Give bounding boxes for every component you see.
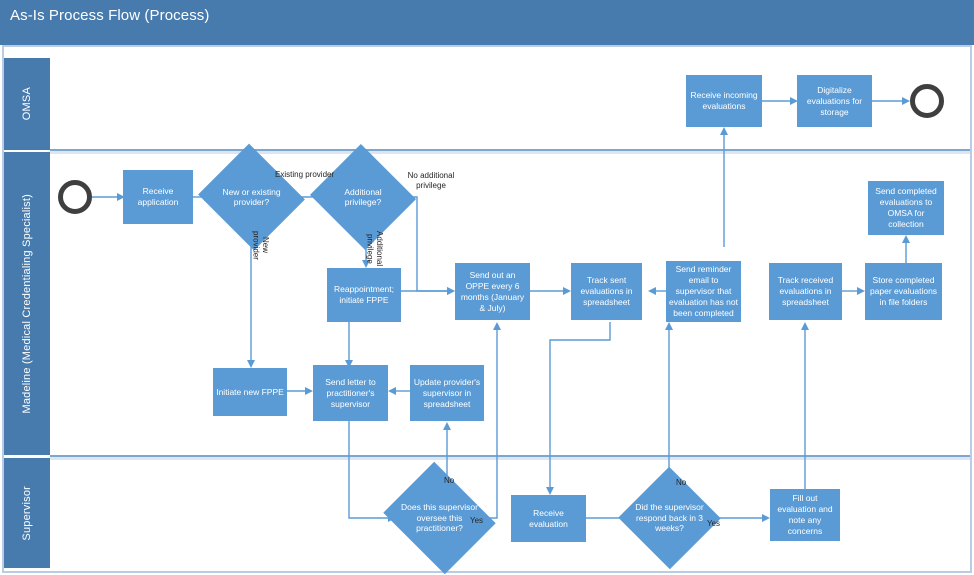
node-label: Reappointment; initiate FPPE [333, 284, 394, 305]
node-update-providers-supervisor[interactable]: Update provider's supervisor in spreadsh… [410, 365, 484, 421]
lane-divider-1-soft [50, 151, 970, 154]
node-receive-application[interactable]: Receive application [123, 170, 193, 224]
node-label: New or existing provider? [222, 186, 281, 208]
node-label: Track received evaluations in spreadshee… [777, 275, 834, 307]
page-title: As-Is Process Flow (Process) [10, 7, 210, 24]
title-underbar [0, 32, 974, 45]
lane-header-supervisor: Supervisor [4, 458, 50, 568]
node-label: Receive incoming evaluations [690, 90, 758, 111]
node-receive-evaluation[interactable]: Receive evaluation [511, 495, 586, 542]
node-label: Did the supervisor respond back in 3 wee… [635, 502, 704, 534]
node-label: Update provider's supervisor in spreadsh… [413, 376, 481, 409]
edge-label-respond-no: No [676, 478, 687, 487]
edge-label-no-additional-privilege: No additional privilege [407, 171, 455, 190]
node-label: Receive evaluation [529, 507, 568, 529]
node-label: Send letter to practitioner's supervisor [325, 376, 376, 409]
edge-label-oversee-yes: Yes [470, 516, 484, 525]
lane-header-omsa: OMSA [4, 58, 50, 150]
node-label: Does this supervisor oversee this practi… [400, 502, 478, 534]
node-reappointment-initiate-fppe[interactable]: Reappointment; initiate FPPE [327, 268, 401, 322]
node-label: Digitalize evaluations for storage [806, 84, 863, 117]
node-label: Store completed paper evaluations in fil… [869, 275, 938, 307]
decision-does-supervisor-oversee[interactable]: Does this supervisor oversee this practi… [383, 461, 496, 575]
edge-label-respond-yes: Yes [707, 519, 721, 528]
node-fill-out-evaluation[interactable]: Fill out evaluation and note any concern… [770, 489, 840, 541]
lane-label-supervisor: Supervisor [21, 485, 33, 541]
node-label: Send reminder email to supervisor that e… [669, 264, 738, 318]
decision-new-or-existing-provider[interactable]: New or existing provider? [198, 143, 305, 251]
decision-additional-privilege[interactable]: Additional privilege? [309, 143, 417, 251]
decision-did-supervisor-respond[interactable]: Did the supervisor respond back in 3 wee… [618, 466, 721, 570]
edge-label-additional-privilege: Additional privilege [365, 231, 385, 267]
edge-label-new-provider: New provider [251, 230, 271, 260]
lane-label-madeline: Madeline (Medical Credentialing Speciali… [21, 193, 33, 414]
node-label: Send completed evaluations to OMSA for c… [875, 186, 937, 229]
lane-divider-1 [50, 149, 970, 151]
node-receive-incoming-evaluations[interactable]: Receive incoming evaluations [686, 75, 762, 127]
node-send-reminder-email[interactable]: Send reminder email to supervisor that e… [666, 261, 741, 322]
node-digitalize-evaluations[interactable]: Digitalize evaluations for storage [797, 75, 872, 127]
lane-label-omsa: OMSA [21, 87, 33, 121]
node-send-out-oppe[interactable]: Send out an OPPE every 6 months (January… [455, 263, 530, 320]
lane-header-madeline: Madeline (Medical Credentialing Speciali… [4, 152, 50, 455]
edge-label-oversee-no: No [444, 476, 455, 485]
node-label: Initiate new FPPE [216, 386, 284, 397]
node-send-letter-to-practitioners-supervisor[interactable]: Send letter to practitioner's supervisor [313, 365, 388, 421]
title-bar [0, 0, 974, 32]
node-label: Track sent evaluations in spreadsheet [580, 275, 633, 307]
node-label: Additional privilege? [344, 186, 382, 208]
lane-divider-2 [50, 455, 970, 457]
start-event[interactable] [58, 180, 92, 214]
node-track-sent-evaluations[interactable]: Track sent evaluations in spreadsheet [571, 263, 642, 320]
node-label: Send out an OPPE every 6 months (January… [460, 269, 525, 313]
end-event-omsa[interactable] [910, 84, 944, 118]
lane-divider-2-soft [50, 457, 970, 460]
edge-label-existing-provider: Existing provider [275, 170, 335, 179]
node-send-completed-evaluations-to-omsa[interactable]: Send completed evaluations to OMSA for c… [868, 181, 944, 235]
node-track-received-evaluations[interactable]: Track received evaluations in spreadshee… [769, 263, 842, 320]
node-label: Receive application [137, 186, 179, 207]
node-label: Fill out evaluation and note any concern… [777, 493, 833, 536]
node-store-completed-paper-evaluations[interactable]: Store completed paper evaluations in fil… [865, 263, 942, 320]
node-initiate-new-fppe[interactable]: Initiate new FPPE [213, 368, 287, 416]
